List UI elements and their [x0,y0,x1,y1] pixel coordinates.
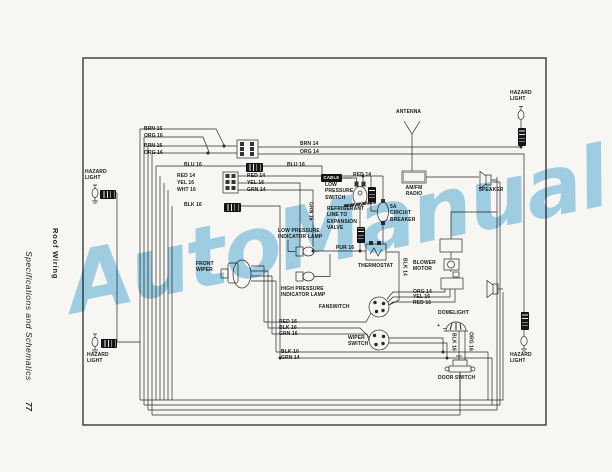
wire-label-org16-b: ORG 16 [144,150,163,156]
blower-motor-symbol [439,211,497,290]
fuse-box-thermostat [357,227,365,243]
wire-label-wht16: WHT 16 [177,186,196,193]
wire-label-pur16: PUR 16 [336,244,355,251]
speaker-label-top: SPEAKER [478,186,504,193]
radio-label: AM/FM RADIO [405,185,423,198]
hazard-light-label-bl: HAZARD LIGHT [87,352,109,365]
low-pressure-lamp-label: LOW PRESSURE INDICATOR LAMP [278,228,323,241]
cable-code-box: CABLE [321,174,342,182]
wire-label-red14-left: RED 14 [177,172,196,179]
radio-symbol [401,170,427,184]
wire-label-grn16-wiper: GRN 16 [279,330,298,337]
fuse-box-br [521,312,529,330]
domelight-symbol [443,321,468,360]
wire-label-brn16-b: BRN 16 [144,142,163,149]
wire-label-grn16-vertical: GRN 16 [307,202,314,221]
wire-label-yel16-left: YEL 16 [177,179,195,186]
fanswitch-label: FANSWITCH [319,303,350,310]
connector-code-box-tl [100,189,116,199]
connector-code-box-blk [224,202,241,212]
blower-motor-label: BLOWER MOTOR [413,260,436,273]
low-pressure-indicator-lamp-symbol [287,240,315,257]
hazard-light-label-tr: HAZARD LIGHT [510,90,532,103]
hazard-light-symbol-br [520,328,528,352]
antenna-label: ANTENNA [396,109,422,115]
circuit-breaker-label: 5A CIRCUIT BREAKER [390,204,416,223]
page-number: 77 [24,402,33,411]
wire-label-blu16-left: BLU 16 [184,162,202,168]
wire-label-brn16-a: BRN 16 [144,125,163,132]
thermostat-label: THERMOSTAT [358,263,393,269]
hazard-chain-wire [114,192,140,343]
fanswitch-symbol [368,296,390,318]
wire-label-org14: ORG 14 [300,148,319,155]
wire-label-blk16-wiper: BLK 16 [279,324,297,331]
wire-label-blk10: BLK 10 [281,348,299,355]
connector-block-2 [222,171,239,194]
wire-label-brn14: BRN 14 [300,141,319,147]
refrigerant-line-label: REFRIGERANT LINE TO EXPANSION VALVE [327,206,365,231]
wiper-switch-label: WIPER SWITCH [348,335,369,348]
hazard-light-label-tl: HAZARD LIGHT [85,169,107,182]
section-title: Roof Wiring [51,228,60,280]
wire-label-org14-blower: ORG 14 [413,288,432,295]
speaker-symbol-bottom [486,279,503,299]
domelight-plus-mark: + [437,323,441,329]
wire-label-yel16-mid: YEL 16 [247,179,265,186]
front-wiper-symbol [220,259,276,289]
hazard-light-symbol-tl [91,184,99,204]
roof-feed-wires [140,128,525,312]
front-wiper-label: FRONT WIPER [196,261,214,274]
thermostat-symbol [365,241,400,306]
hazard-light-symbol-bl [91,333,99,353]
wiper-switch-symbol [368,329,449,360]
wire-label-yel16-blower: YEL 16 [413,294,431,300]
wire-label-grn14-mid: GRN 14 [247,186,266,193]
wire-label-red14-switch: RED 14 [353,171,372,178]
wire-label-red14-mid: RED 14 [247,172,266,179]
low-pressure-switch-label: LOW PRESSURE SWITCH [325,182,354,201]
book-title: Specifications and Schematics [24,251,34,381]
wire-label-blk16-dome: BLK 16 [450,333,457,351]
antenna-symbol [403,120,421,171]
radio-speaker-wires [426,176,500,183]
circuit-breaker-symbol [377,176,389,244]
connector-code-box-bl [101,338,117,348]
blower-feed-wires [386,289,456,306]
wire-label-blk14-vertical: BLK 14 [401,258,408,276]
high-pressure-indicator-lamp-symbol [295,254,331,282]
fuse-box-red14 [368,187,376,202]
left-wire-bundle [139,129,173,415]
ac-circuit-wires [238,174,383,358]
fuse-box-tr [518,128,526,146]
door-switch-label: DOOR SWITCH [438,374,476,381]
wire-label-org16-a: ORG 16 [144,133,163,139]
diagram-border [82,57,547,426]
wire-label-red16-blower: RED 16 [413,299,432,306]
wire-label-grn14-bottom: GRN 14 [281,354,300,361]
hazard-light-label-br: HAZARD LIGHT [510,352,532,365]
door-switch-symbol [444,355,476,400]
domelight-label: DOMELIGHT [438,310,469,316]
bottom-wire-run [140,177,504,416]
connector-block-1 [236,139,259,159]
wiper-fan-wires [263,266,493,405]
connector-code-box-blu [246,162,263,172]
wire-label-org16-dome: ORG 16 [467,332,474,351]
wire-label-blu16-right: BLU 16 [287,162,305,168]
high-pressure-lamp-label: HIGH PRESSURE INDICATOR LAMP [281,286,326,299]
wire-label-blk16-left: BLK 16 [184,202,202,208]
speaker-symbol-top [479,170,492,190]
wire-label-red16-wiper: RED 16 [279,318,298,325]
